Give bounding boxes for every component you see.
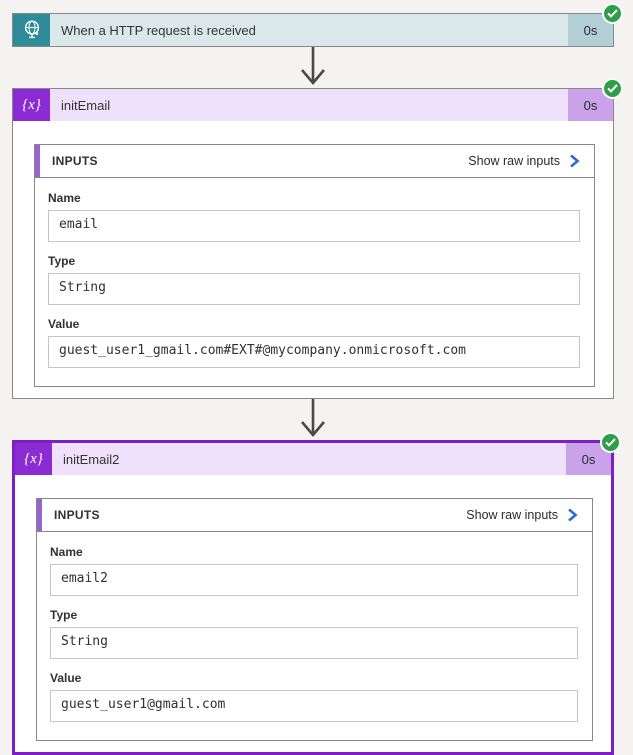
inputs-panel-body: Name email2 Type String Value guest_user…	[37, 532, 592, 740]
inputs-panel: INPUTS Show raw inputs Name email2	[36, 498, 593, 741]
field-value-box[interactable]: String	[48, 273, 580, 305]
field-label: Type	[48, 254, 76, 268]
input-field-type: Type String	[48, 254, 580, 305]
action-card-initemail2: {x} initEmail2 0s INPUTS Show raw inputs	[12, 432, 621, 755]
inputs-panel-header: INPUTS Show raw inputs	[35, 145, 594, 178]
field-label: Value	[48, 317, 80, 331]
variable-icon: {x}	[13, 89, 50, 121]
arrow-down-icon	[301, 47, 325, 86]
input-field-value: Value guest_user1_gmail.com#EXT#@mycompa…	[48, 317, 580, 368]
show-raw-inputs-link[interactable]: Show raw inputs	[468, 154, 580, 168]
node-title: initEmail2	[52, 443, 566, 475]
connector	[12, 47, 614, 88]
show-raw-inputs-link[interactable]: Show raw inputs	[466, 508, 578, 522]
node-duration: 0s	[568, 89, 613, 121]
show-raw-inputs-label: Show raw inputs	[468, 154, 560, 168]
chevron-right-icon	[568, 508, 578, 522]
field-label: Name	[50, 545, 83, 559]
action-card-header[interactable]: {x} initEmail 0s	[13, 89, 613, 121]
status-success-icon	[600, 432, 621, 453]
action-card-body: INPUTS Show raw inputs Name email2	[15, 475, 611, 752]
inputs-heading: INPUTS	[52, 154, 98, 168]
arrow-down-icon	[301, 399, 325, 438]
action-card-header[interactable]: {x} initEmail2 0s	[15, 443, 611, 475]
variable-icon: {x}	[15, 443, 52, 475]
field-label: Name	[48, 191, 81, 205]
variable-icon-glyph: {x}	[24, 450, 43, 467]
field-label: Type	[50, 608, 78, 622]
input-field-type: Type String	[50, 608, 578, 659]
chevron-right-icon	[570, 154, 580, 168]
input-field-name: Name email	[48, 191, 580, 242]
panel-accent-stripe	[35, 145, 40, 177]
inputs-panel: INPUTS Show raw inputs Name email	[34, 144, 595, 387]
http-request-icon	[13, 14, 50, 46]
trigger-card-header[interactable]: When a HTTP request is received 0s	[13, 14, 613, 46]
input-field-value: Value guest_user1@gmail.com	[50, 671, 578, 722]
field-value-box[interactable]: email2	[50, 564, 578, 596]
field-value-box[interactable]: guest_user1@gmail.com	[50, 690, 578, 722]
status-success-icon	[602, 3, 623, 24]
trigger-card-http-request: When a HTTP request is received 0s	[12, 3, 623, 47]
field-label: Value	[50, 671, 82, 685]
variable-icon-glyph: {x}	[22, 96, 41, 113]
node-title: When a HTTP request is received	[50, 14, 568, 46]
globe-icon	[24, 20, 39, 39]
inputs-panel-header: INPUTS Show raw inputs	[37, 499, 592, 532]
show-raw-inputs-label: Show raw inputs	[466, 508, 558, 522]
field-value-box[interactable]: email	[48, 210, 580, 242]
field-value-box[interactable]: guest_user1_gmail.com#EXT#@mycompany.onm…	[48, 336, 580, 368]
field-value-box[interactable]: String	[50, 627, 578, 659]
input-field-name: Name email2	[50, 545, 578, 596]
action-card-body: INPUTS Show raw inputs Name email	[13, 121, 613, 398]
connector	[12, 399, 614, 440]
action-card-initemail: {x} initEmail 0s INPUTS Show raw inputs	[12, 78, 623, 399]
inputs-heading: INPUTS	[54, 508, 100, 522]
inputs-panel-body: Name email Type String Value guest_user1…	[35, 178, 594, 386]
panel-accent-stripe	[37, 499, 42, 531]
status-success-icon	[602, 78, 623, 99]
node-title: initEmail	[50, 89, 568, 121]
